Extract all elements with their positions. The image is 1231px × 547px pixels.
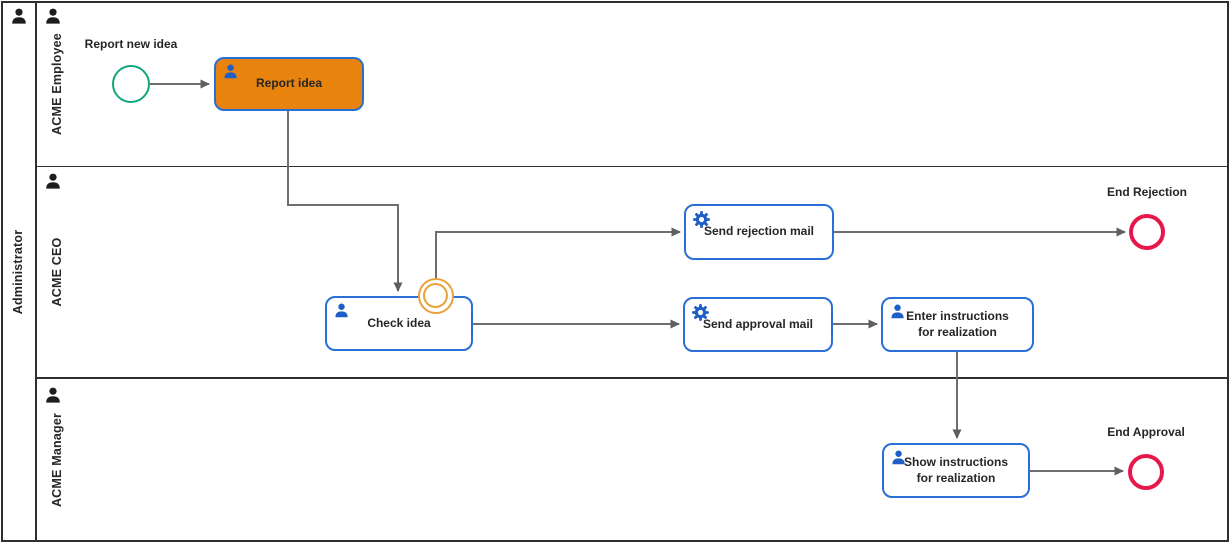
lane-employee-person-icon xyxy=(46,8,60,24)
end-rejection-event[interactable] xyxy=(1129,214,1165,250)
pool-header[interactable] xyxy=(1,1,37,542)
user-icon xyxy=(335,303,348,318)
lane-manager-person-icon xyxy=(46,387,60,403)
task-label: Send approval mail xyxy=(702,316,814,331)
task-label: Check idea xyxy=(367,315,431,330)
start-event-label: Report new idea xyxy=(84,37,178,51)
start-event[interactable] xyxy=(112,65,150,103)
user-icon xyxy=(892,450,905,465)
pool-person-icon xyxy=(12,8,26,24)
task-label: Report idea xyxy=(255,76,322,91)
lane-ceo-person-icon xyxy=(46,173,60,189)
end-approval-label: End Approval xyxy=(1107,425,1185,439)
end-approval-event[interactable] xyxy=(1128,454,1164,490)
task-label: Enter instructions for realization xyxy=(906,308,1009,339)
boundary-event-inner-ring xyxy=(423,283,448,308)
service-gear-icon xyxy=(693,211,710,228)
task-report-idea[interactable]: Report idea xyxy=(214,57,364,111)
lane-divider-1 xyxy=(36,165,1229,167)
task-label: Send rejection mail xyxy=(703,224,815,239)
task-show-instructions[interactable]: Show instructions for realization xyxy=(882,443,1030,498)
end-rejection-label: End Rejection xyxy=(1106,185,1187,199)
task-send-approval-mail[interactable]: Send approval mail xyxy=(683,297,833,352)
service-gear-icon xyxy=(692,304,709,321)
task-enter-instructions[interactable]: Enter instructions for realization xyxy=(881,297,1034,352)
task-label: Show instructions for realization xyxy=(903,454,1008,485)
lane-divider-2 xyxy=(36,377,1229,379)
boundary-timer-event[interactable] xyxy=(418,278,454,314)
task-send-rejection-mail[interactable]: Send rejection mail xyxy=(684,204,834,260)
user-icon xyxy=(224,64,237,79)
user-icon xyxy=(891,304,904,319)
